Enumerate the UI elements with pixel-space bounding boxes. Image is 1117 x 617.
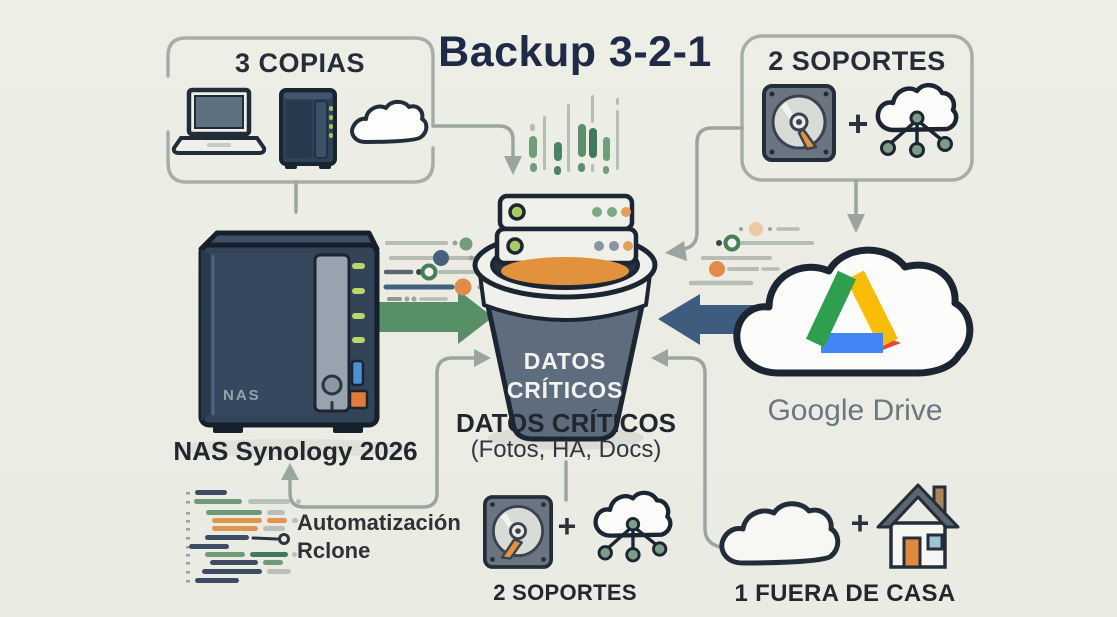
google-drive-label: Google Drive <box>767 394 943 427</box>
laptop-icon <box>171 87 267 155</box>
supports-box-label: 2 SOPORTES <box>768 46 946 76</box>
caption-subtitle: (Fotos, HA, Docs) <box>470 436 662 463</box>
page-title: Backup 3-2-1 <box>438 28 712 76</box>
copies-box-border <box>166 36 435 184</box>
code-lines-icon <box>186 490 301 583</box>
hard-disk-icon <box>762 84 836 162</box>
server-stack-icon <box>494 193 639 266</box>
connector-supports-to-bucket <box>674 126 744 252</box>
nas-shadow <box>174 439 410 457</box>
plus-sign-top: + <box>847 103 869 144</box>
offsite-label: 1 FUERA DE CASA <box>734 580 956 607</box>
plus-sign-bottom-right: + <box>850 505 870 541</box>
connector-offsite-to-bucket <box>664 356 722 549</box>
data-stream-right <box>688 222 814 286</box>
nas-label: NAS Synology 2026 <box>173 436 418 466</box>
cloud-network-icon <box>875 83 959 158</box>
arrowhead-up-nas <box>281 463 299 480</box>
bucket-text-line1: DATOS <box>524 348 606 374</box>
bucket-icon: DATOS CRÍTICOS <box>472 193 658 442</box>
automation-label: Automatización Rclone <box>297 509 487 565</box>
arrowhead-down-servers <box>504 156 522 175</box>
google-drive-logo <box>805 270 901 353</box>
bottom-supports-label: 2 SOPORTES <box>493 580 637 605</box>
hard-disk-icon-bottom <box>483 495 553 569</box>
cloud-network-icon-bottom <box>593 490 673 563</box>
cloud-icon <box>350 99 429 144</box>
green-arrow <box>374 290 493 344</box>
nas-tower-icon <box>279 88 337 169</box>
google-drive-cloud <box>733 246 974 377</box>
connector-copies-to-servers <box>431 124 515 160</box>
arrowhead-left-bucket-top <box>665 241 687 261</box>
activity-bars <box>529 95 619 175</box>
automation-label-line2: Rclone <box>297 538 371 563</box>
nas-device: NAS <box>198 230 380 433</box>
connector-paths <box>288 124 858 549</box>
arrowhead-right-bucket <box>474 349 491 367</box>
arrowhead-left-bucket-mid <box>651 349 668 367</box>
nas-device-badge: NAS <box>223 387 261 404</box>
offsite-cloud-icon <box>719 501 841 566</box>
house-icon <box>876 483 960 569</box>
arrowhead-down-drive <box>847 214 865 233</box>
caption-title: DATOS CRÍTICOS <box>455 408 677 438</box>
automation-label-line1: Automatización <box>297 510 461 535</box>
plus-sign-bottom-center: + <box>557 508 577 544</box>
connector-rclone-loop <box>288 356 476 509</box>
connector-arrowheads <box>281 156 865 480</box>
copies-box-label: 3 COPIAS <box>234 48 366 78</box>
bucket-text-line2: CRÍTICOS <box>507 376 623 403</box>
